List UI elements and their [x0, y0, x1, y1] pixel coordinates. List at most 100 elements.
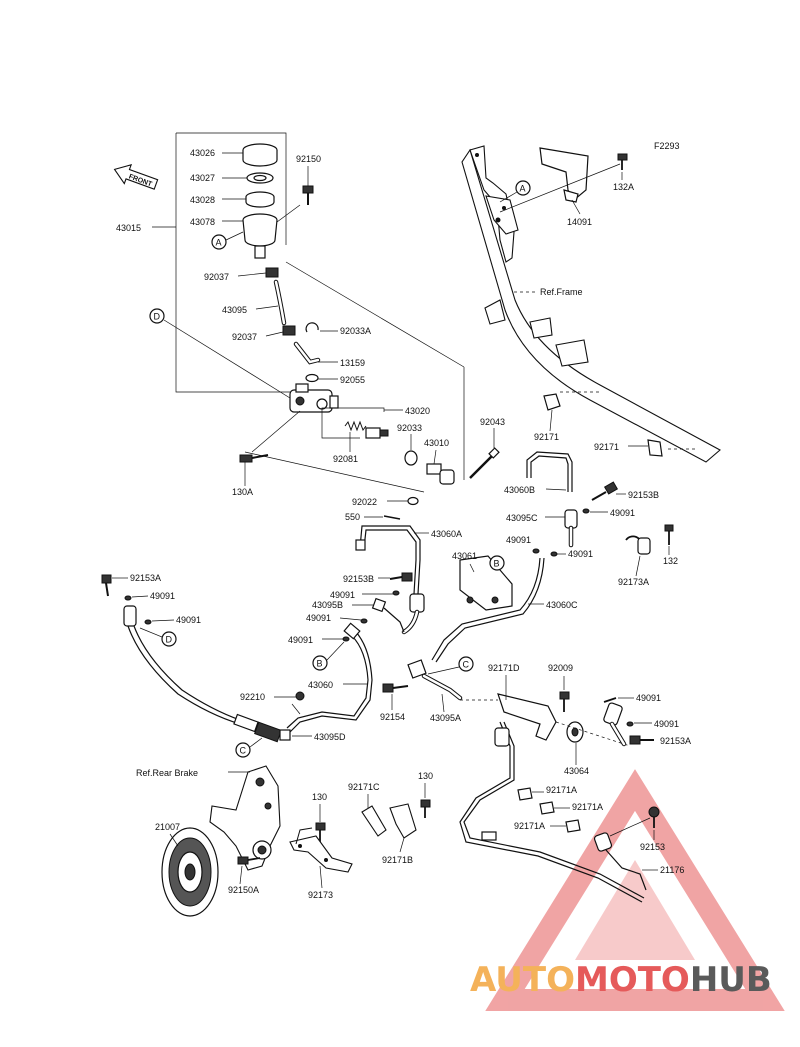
bolt-92154: [382, 683, 409, 693]
label-92171-upper: 92171: [534, 432, 559, 442]
label-49091-f: 49091: [330, 590, 355, 600]
label-49091-j: 49091: [654, 719, 679, 729]
label-92154: 92154: [380, 712, 405, 722]
bracket-92171c: [361, 805, 387, 837]
pin-92043: [469, 447, 500, 479]
bolt-92153: [648, 806, 660, 828]
hose-43095a: [407, 659, 463, 701]
label-92173A: 92173A: [618, 577, 649, 587]
master-cylinder-body: [289, 383, 339, 413]
label-92171C: 92171C: [348, 782, 380, 792]
clip-92171a-1: [517, 787, 533, 801]
bolt-130-left: [315, 822, 326, 842]
bolt-92150a: [237, 856, 261, 865]
label-92153A-left: 92153A: [130, 573, 161, 583]
label-43064: 43064: [564, 766, 589, 776]
label-43061: 43061: [452, 551, 477, 561]
callout-a-reservoir: A: [211, 234, 227, 250]
grommet-43064: [566, 721, 584, 743]
label-43095: 43095: [222, 305, 247, 315]
brake-disc-21007: [161, 827, 219, 917]
label-49091-a: 49091: [610, 508, 635, 518]
label-49091-g: 49091: [306, 613, 331, 623]
label-92171-lower: 92171: [594, 442, 619, 452]
cover-14091: [539, 147, 589, 203]
clamp-92037-upper: [265, 267, 279, 278]
washer-49091-a: [582, 508, 590, 514]
bolt-130-right: [420, 799, 431, 818]
oring-92055: [305, 373, 319, 383]
svg-text:A: A: [520, 184, 526, 194]
bracket-92171d: [497, 693, 557, 741]
washer-49091-d: [124, 595, 132, 601]
label-43095C: 43095C: [506, 513, 538, 523]
reservoir-diaphragm: [245, 191, 275, 208]
label-43020: 43020: [405, 406, 430, 416]
label-92043: 92043: [480, 417, 505, 427]
hose-right-43095: [603, 697, 627, 747]
label-49091-c: 49091: [568, 549, 593, 559]
label-92037-lower: 92037: [232, 332, 257, 342]
screw-92009: [559, 691, 570, 712]
label-43026: 43026: [190, 148, 215, 158]
diagram-code: F2293: [654, 141, 680, 151]
label-92150: 92150: [296, 154, 321, 164]
reservoir-cap: [242, 143, 278, 167]
label-92171A-3: 92171A: [514, 821, 545, 831]
washer-49091-h: [342, 636, 350, 642]
washer-49091-b: [532, 548, 540, 554]
callout-d-hose: D: [161, 631, 177, 647]
label-43095B: 43095B: [312, 600, 343, 610]
bolt-92153b-mid: [389, 572, 413, 582]
svg-text:C: C: [240, 746, 247, 756]
label-43078: 43078: [190, 217, 215, 227]
svg-text:A: A: [216, 238, 222, 248]
label-ref-rear-brake: Ref.Rear Brake: [136, 768, 198, 778]
label-43060B: 43060B: [504, 485, 535, 495]
label-132A: 132A: [613, 182, 634, 192]
pushrod-43010: [426, 463, 455, 485]
frame-ref: [461, 145, 721, 463]
bolt-92153a-right: [629, 735, 654, 745]
group-bracket-lower: [175, 133, 290, 393]
label-13159: 13159: [340, 358, 365, 368]
label-43015: 43015: [116, 223, 141, 233]
label-92210: 92210: [240, 692, 265, 702]
label-92081: 92081: [333, 454, 358, 464]
label-43095A: 43095A: [430, 713, 461, 723]
label-21007: 21007: [155, 822, 180, 832]
bracket-92171b: [389, 803, 417, 839]
watermark-triangle: [485, 769, 785, 1011]
label-43028: 43028: [190, 195, 215, 205]
bolt-132a: [617, 153, 628, 170]
label-92153: 92153: [640, 842, 665, 852]
label-132: 132: [663, 556, 678, 566]
callout-b-pipe: B: [312, 655, 328, 671]
label-43060: 43060: [308, 680, 333, 690]
label-43095D: 43095D: [314, 732, 346, 742]
front-arrow-icon: FRONT: [113, 163, 159, 190]
circlip-92033a: [305, 322, 319, 333]
watermark-logo: AUTOMOTOHUB: [470, 960, 772, 1000]
label-130-right: 130: [418, 771, 433, 781]
label-92171A-1: 92171A: [546, 785, 577, 795]
label-92153B-top: 92153B: [628, 490, 659, 500]
group-bracket: [176, 132, 287, 245]
bolt-92153b-top: [591, 481, 619, 501]
label-43027: 43027: [190, 173, 215, 183]
hose-43095b: [401, 593, 425, 635]
washer-49091-j: [626, 721, 634, 727]
clamp-92037-lower: [282, 325, 296, 336]
bolt-130a: [239, 454, 269, 463]
label-49091-d: 49091: [150, 591, 175, 601]
svg-text:D: D: [166, 635, 173, 645]
hose-43095c: [564, 509, 578, 548]
callout-c-upper: C: [458, 656, 474, 672]
callout-c-hose: C: [235, 742, 251, 758]
label-92171B: 92171B: [382, 855, 413, 865]
bolt-92150: [302, 185, 314, 205]
label-92033A: 92033A: [340, 326, 371, 336]
pipe-43060b: [526, 451, 573, 492]
label-92153B-mid: 92153B: [343, 574, 374, 584]
